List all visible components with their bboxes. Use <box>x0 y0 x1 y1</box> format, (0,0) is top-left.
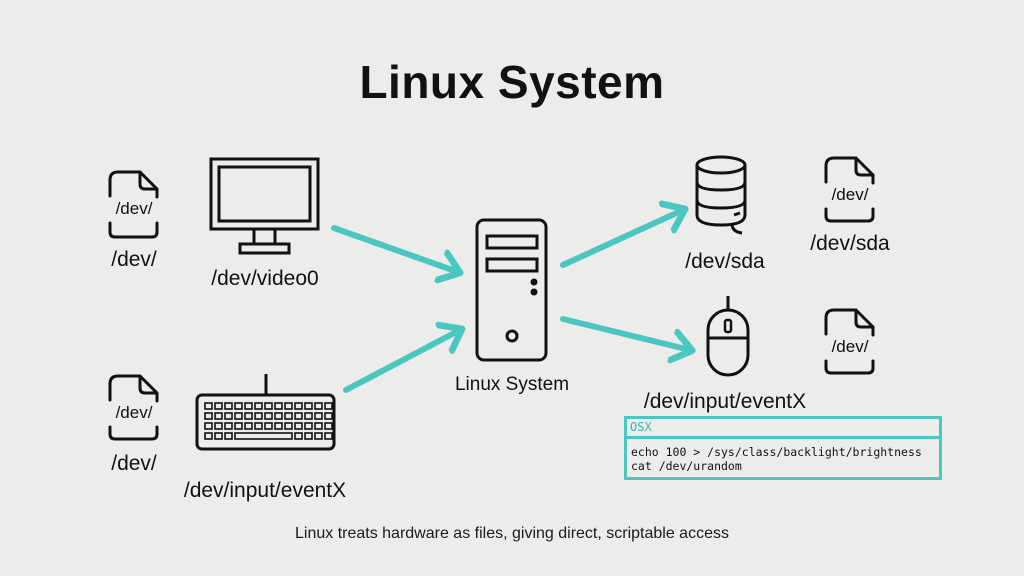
terminal-body: echo 100 > /sys/class/backlight/brightne… <box>627 439 939 473</box>
key <box>284 412 293 420</box>
key <box>324 422 333 430</box>
key <box>264 402 273 410</box>
key <box>294 402 303 410</box>
arrow-system-to-disk <box>560 210 683 268</box>
key <box>314 422 323 430</box>
key <box>314 412 323 420</box>
keyboard-icon <box>195 374 336 451</box>
mouse-icon <box>706 296 750 377</box>
key <box>234 402 243 410</box>
key <box>224 432 233 440</box>
arrow-monitor-to-system <box>331 225 458 272</box>
disk-label: /dev/sda <box>685 250 765 273</box>
terminal-line: echo 100 > /sys/class/backlight/brightne… <box>631 445 922 459</box>
key <box>314 402 323 410</box>
file-icon-text: /dev/ <box>115 199 153 218</box>
key <box>304 422 313 430</box>
key <box>214 412 223 420</box>
key <box>324 402 333 410</box>
key <box>264 412 273 420</box>
key <box>204 402 213 410</box>
system-label: Linux System <box>454 374 570 395</box>
file-icon <box>824 156 875 223</box>
monitor-label: /dev/video0 <box>211 267 319 290</box>
key <box>294 412 303 420</box>
file-icon-text: /dev/ <box>831 337 869 356</box>
key <box>304 412 313 420</box>
caption: Linux treats hardware as files, giving d… <box>295 525 729 542</box>
key <box>254 422 263 430</box>
file-icon <box>824 308 875 375</box>
monitor-icon <box>209 157 320 255</box>
key <box>254 412 263 420</box>
key <box>294 432 303 440</box>
key <box>224 422 233 430</box>
diagram-title: Linux System <box>359 56 665 108</box>
key <box>324 412 333 420</box>
file-icon-text: /dev/ <box>115 403 153 422</box>
key <box>274 422 283 430</box>
key <box>224 412 233 420</box>
file-icon <box>108 170 159 239</box>
terminal-line: cat /dev/urandom <box>631 459 742 473</box>
key <box>214 432 223 440</box>
arrow-system-to-mouse <box>560 316 690 350</box>
key <box>294 422 303 430</box>
keyboard-label: /dev/input/eventX <box>183 479 347 502</box>
key <box>304 402 313 410</box>
file-icon-text: /dev/ <box>831 185 869 204</box>
terminal-window: OSX echo 100 > /sys/class/backlight/brig… <box>624 416 942 480</box>
database-icon <box>695 155 747 235</box>
key <box>314 432 323 440</box>
key <box>274 402 283 410</box>
key <box>234 422 243 430</box>
key <box>264 422 273 430</box>
key <box>244 412 253 420</box>
key <box>284 402 293 410</box>
file-icon <box>108 374 159 441</box>
arrows <box>331 210 690 393</box>
key <box>214 402 223 410</box>
key <box>204 412 213 420</box>
key <box>204 432 213 440</box>
spacebar-key <box>234 432 293 440</box>
key <box>304 432 313 440</box>
file-label: /dev/ <box>111 452 157 475</box>
file-label: /dev/sda <box>810 232 890 255</box>
key <box>324 432 333 440</box>
key <box>224 402 233 410</box>
key <box>274 412 283 420</box>
key <box>244 402 253 410</box>
file-label: /dev/ <box>111 248 157 271</box>
key <box>284 422 293 430</box>
key <box>254 402 263 410</box>
key <box>204 422 213 430</box>
arrow-keyboard-to-system <box>343 330 460 393</box>
key <box>244 422 253 430</box>
key <box>234 412 243 420</box>
terminal-tab[interactable]: OSX <box>627 419 939 439</box>
computer-tower-icon <box>475 218 548 362</box>
mouse-label: /dev/input/eventX <box>643 390 807 413</box>
key <box>214 422 223 430</box>
